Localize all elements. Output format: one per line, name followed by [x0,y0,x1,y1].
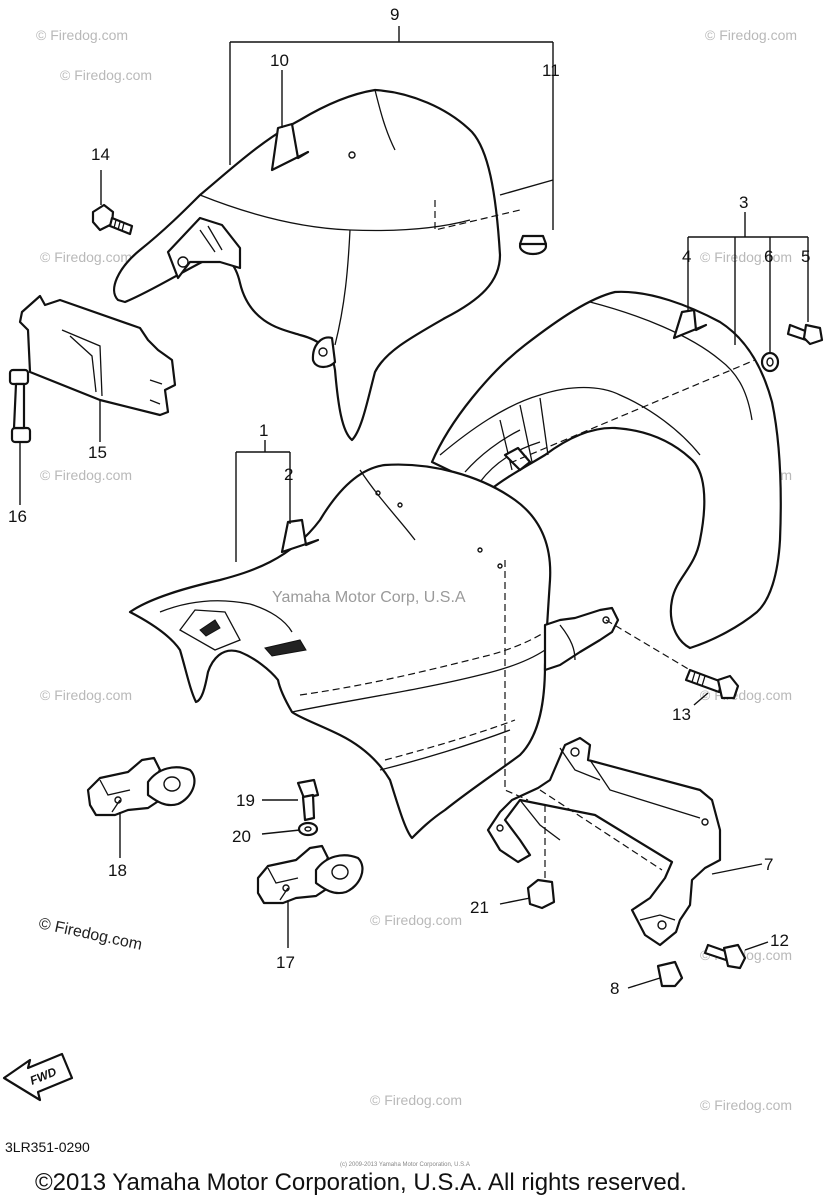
passenger-seat [430,290,782,650]
callout-2: 2 [284,465,293,484]
callout-5: 5 [801,247,810,266]
watermark-text: © Firedog.com [36,27,128,43]
copyright-notice: ©2013 Yamaha Motor Corporation, U.S.A. A… [35,1169,687,1196]
callout-13: 13 [672,705,691,724]
callout-17: 17 [276,953,295,972]
callout-6: 6 [764,247,773,266]
cushion-21 [526,878,556,910]
callout-21: 21 [470,898,489,917]
firedog-label: © Firedog.com [37,915,143,953]
watermark-text: © Firedog.com [60,67,152,83]
seat-lock-bracket [486,736,722,947]
alignment-lines [434,200,756,880]
callout-19: 19 [236,791,255,810]
bolt-12 [703,943,747,970]
callout-18: 18 [108,861,127,880]
watermark-text: © Firedog.com [700,249,792,265]
watermark-text: © Firedog.com [40,249,132,265]
callout-7: 7 [764,855,773,874]
washer-20 [297,821,319,837]
seat-cover-plate [18,294,177,417]
callout-20: 20 [232,827,251,846]
collar-8 [656,960,684,988]
watermark-text: © Firedog.com [705,27,797,43]
callout-labels: 9 10 11 14 3 4 6 5 1 2 15 16 13 7 12 8 2… [8,5,810,998]
seat-lock-18 [86,756,196,817]
watermark-text: © Firedog.com [700,1097,792,1113]
seat-strap [8,368,32,444]
bolt-19 [296,778,320,822]
callout-4: 4 [682,247,691,266]
callout-11: 11 [542,61,560,80]
grommet-11 [518,234,548,256]
bolt-5 [786,323,824,346]
callout-3: 3 [739,193,748,212]
callout-14: 14 [91,145,110,164]
callout-15: 15 [88,443,107,462]
callout-16: 16 [8,507,27,526]
bolt-13 [684,668,740,700]
bolt-14 [91,203,134,236]
callout-1: 1 [259,421,268,440]
callout-12: 12 [770,931,789,950]
watermark-text: © Firedog.com [370,912,462,928]
rear-seat-cowl [113,88,502,442]
center-watermark: Yamaha Motor Corp, U.S.A [272,589,466,606]
seat-lock-17 [256,844,364,905]
reference-code: 3LR351-0290 [5,1139,90,1155]
callout-9: 9 [390,5,399,24]
main-seat: ᴲ [128,463,620,840]
fwd-arrow-icon: FWD [2,1052,74,1102]
callout-8: 8 [610,979,619,998]
watermark-text: © Firedog.com [40,687,132,703]
watermark-text: © Firedog.com [370,1092,462,1108]
washer-6 [760,351,780,373]
callout-10: 10 [270,51,289,70]
watermark-text: © Firedog.com [40,467,132,483]
tiny-copyright: (c) 2009-2013 Yamaha Motor Corporation, … [340,1162,470,1168]
leader-lines [19,26,809,989]
